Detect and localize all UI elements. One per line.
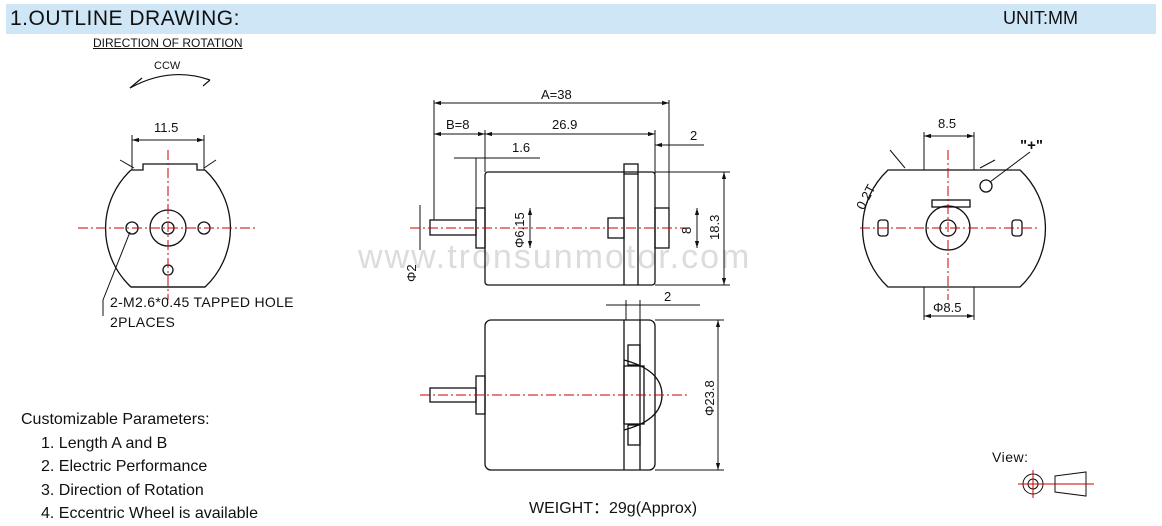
weight-label: WEIGHT：29g(Approx) (529, 500, 698, 517)
hole-note: 2-M2.6*0.45 TAPPED HOLE (110, 294, 294, 310)
dim-rear-bottom: Φ8.5 (933, 300, 962, 315)
dim-total-length: A=38 (541, 87, 572, 102)
dim-rear-top: 8.5 (938, 116, 957, 131)
rear-centerlines (860, 150, 1040, 300)
dim-terminal: 2 (690, 128, 698, 143)
parameter-item: 2. Electric Performance (41, 458, 208, 475)
parameter-item: 3. Direction of Rotation (41, 481, 204, 499)
bottom-view (429, 300, 724, 471)
dim-boss-diameter: Φ6.15 (512, 212, 527, 248)
side-view (419, 100, 730, 286)
dim-bottom-terminal: 2 (664, 289, 672, 304)
rear-view (861, 132, 1047, 320)
dim-body: 26.9 (552, 117, 578, 132)
title-bar: 1.OUTLINE DRAWING: UNIT:MM (6, 4, 1156, 34)
unit-label: UNIT:MM (1003, 8, 1078, 28)
front-centerlines (78, 150, 258, 300)
dim-bearing: 8 (679, 226, 694, 234)
dim-shaft: Φ2 (404, 264, 419, 282)
parameter-item: 1. Length A and B (41, 434, 168, 452)
parameter-item: 4. Eccentric Wheel is available (41, 505, 258, 522)
front-view (102, 135, 232, 316)
view-label: View: (992, 449, 1029, 465)
dim-height: 18.3 (707, 214, 722, 240)
watermark: www.tronsunmotor.com (358, 238, 752, 276)
parameters-heading: Customizable Parameters: (21, 411, 210, 428)
rotation-direction: CCW (154, 60, 181, 72)
projection-centerlines (1018, 470, 1094, 498)
drawing-title: 1.OUTLINE DRAWING: (10, 7, 240, 30)
ccw-arrow-icon (129, 73, 211, 89)
dim-hole-spacing: 11.5 (154, 120, 179, 135)
dim-bottom-diameter: Φ23.8 (702, 380, 717, 416)
customizable-parameters: Customizable Parameters: 1. Length A and… (21, 408, 258, 526)
rotation-heading: DIRECTION OF ROTATION (93, 36, 243, 50)
dim-b: B=8 (446, 117, 470, 132)
dim-boss: 1.6 (512, 140, 531, 155)
polarity-mark: "+" (1020, 137, 1043, 154)
hole-count: 2PLACES (110, 314, 176, 330)
